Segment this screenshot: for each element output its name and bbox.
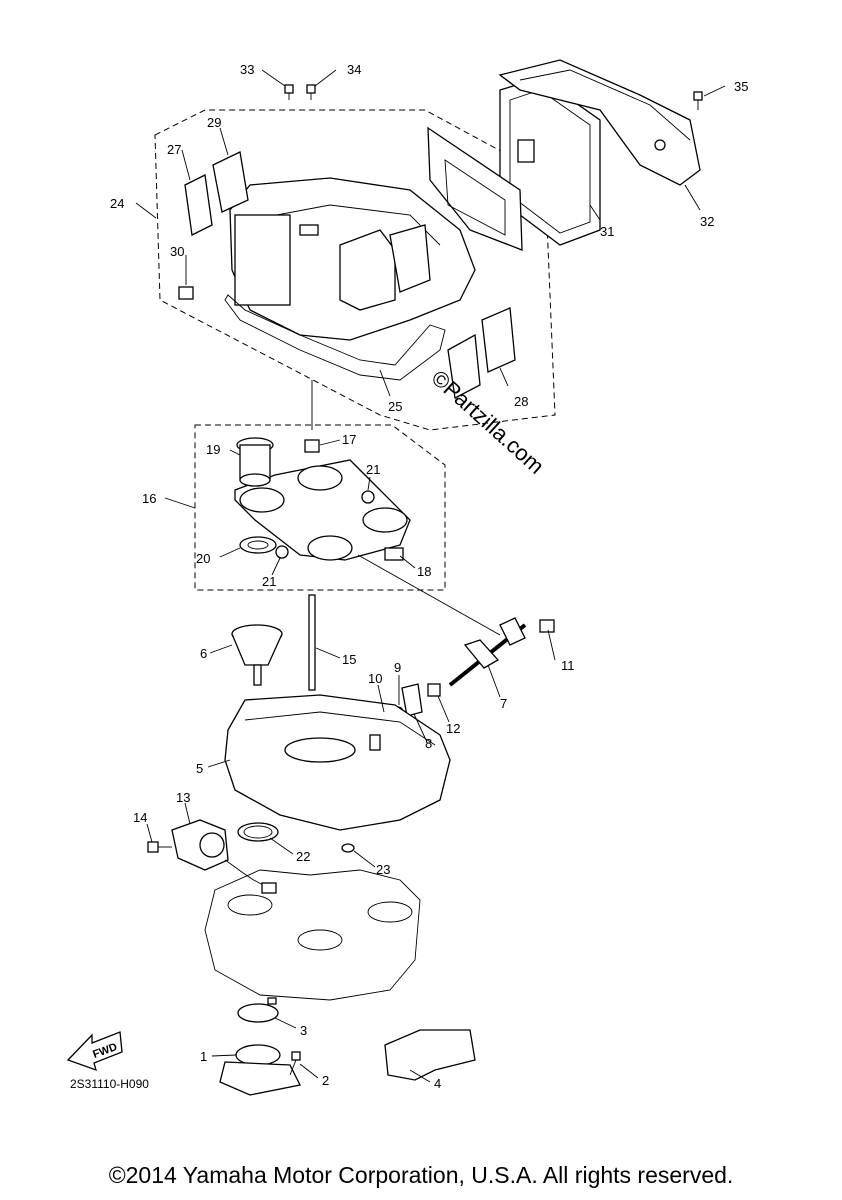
watermark: ©Partzilla.com [427,365,549,479]
callout-34: 34 [347,62,361,77]
callout-12: 12 [446,721,460,736]
part-4-duct [384,1029,476,1081]
diagram-code: 2S31110-H090 [70,1077,149,1091]
callout-8: 8 [425,736,432,751]
group-16-dashed-box [194,424,446,591]
callout-23: 23 [376,862,390,877]
part-30-clip [178,286,194,300]
part-17-grommet [304,439,320,453]
part-28-funnels [447,307,516,399]
part-8-plate [401,683,423,717]
callout-9: 9 [394,660,401,675]
callout-7: 7 [500,696,507,711]
part-11-cap [539,619,555,633]
part-25-gasket [224,294,446,381]
callout-3: 3 [300,1023,307,1038]
group-24-dashed-box [154,109,556,431]
leader-lines [135,69,726,1083]
callout-5: 5 [196,761,203,776]
part-3-band [237,997,279,1023]
part-14-bolt [147,841,172,853]
part-18-clip [384,547,404,561]
part-7-shaft [448,617,527,687]
callout-32: 32 [700,214,714,229]
intake-duct-plate [427,126,523,251]
callout-labels: 33 34 35 29 27 24 30 31 32 25 28 17 19 2… [110,62,748,1091]
callout-16: 16 [142,491,156,506]
callout-35: 35 [734,79,748,94]
callout-27: 27 [167,142,181,157]
part-27-funnel [184,174,213,236]
callout-2: 2 [322,1073,329,1088]
callout-31: 31 [600,224,614,239]
part-23-cap [341,843,355,853]
callout-22: 22 [296,849,310,864]
callout-17: 17 [342,432,356,447]
callout-4: 4 [434,1076,441,1091]
callout-25: 25 [388,399,402,414]
part-1-joint [219,1044,301,1096]
callout-10: 10 [368,671,382,686]
engine-block-outline [204,869,421,1001]
part-35-screw [693,91,703,110]
part-12-bolt [427,683,441,697]
part-19-velocity-stack [236,437,274,487]
callout-19: 19 [206,442,220,457]
part-15-stud [308,594,316,691]
callout-1: 1 [200,1049,207,1064]
part-5-air-box-lower [224,694,451,831]
callout-33: 33 [240,62,254,77]
forward-arrow: FWD [66,1031,123,1072]
callout-29: 29 [207,115,221,130]
callout-6: 6 [200,646,207,661]
callout-14: 14 [133,810,147,825]
callout-11: 11 [561,658,575,673]
callout-21-upper: 21 [366,462,380,477]
part-20-velocity-stack [239,536,277,554]
part-33-screw [284,84,294,100]
part-6-funnel [231,624,283,686]
callout-24: 24 [110,196,124,211]
part-32-cover [498,59,701,186]
callout-13: 13 [176,790,190,805]
callout-15: 15 [342,652,356,667]
part-21-cap-upper [361,490,375,504]
callout-30: 30 [170,244,184,259]
part-2-screw [289,1051,301,1076]
part-13-sensor [171,819,277,894]
part-16-intake-plate [234,459,411,561]
callout-21-lower: 21 [262,574,276,589]
copyright-notice: ©2014 Yamaha Motor Corporation, U.S.A. A… [108,1162,734,1188]
part-34-screw [306,84,316,100]
callout-20: 20 [196,551,210,566]
part-21-cap-lower [275,545,289,559]
callout-28: 28 [514,394,528,409]
part-24-air-box [229,177,476,341]
part-29-funnel [212,151,249,213]
callout-18: 18 [417,564,431,579]
